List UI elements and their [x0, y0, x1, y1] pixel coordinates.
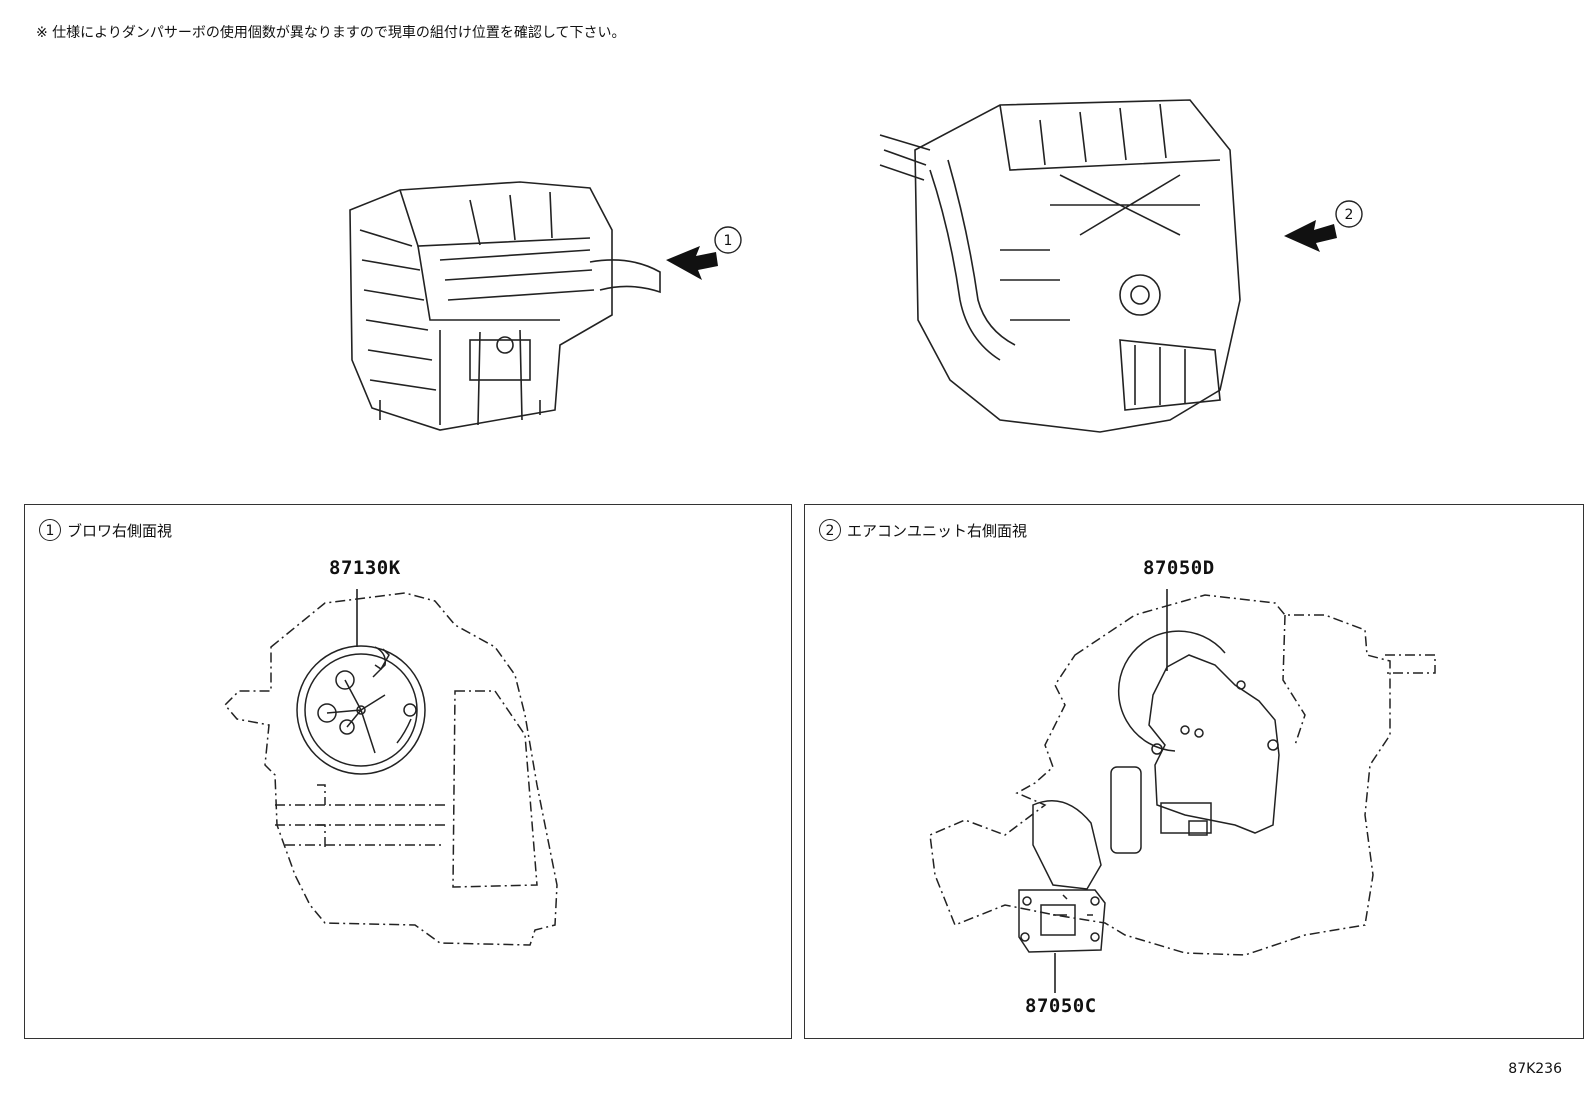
panel-1-title-text: ブロワ右側面視: [67, 521, 173, 540]
panel-2-number: 2: [819, 519, 841, 541]
arrow-1-icon: [666, 246, 718, 280]
panel-1-number: 1: [39, 519, 61, 541]
spec-note: ※ 仕様によりダンパサーボの使用個数が異なりますので現車の組付け位置を確認して下…: [36, 25, 626, 41]
blower-unit-illustration: [349, 181, 661, 431]
overview-illustrations: 1 2: [349, 99, 1363, 433]
svg-text:2: 2: [1345, 207, 1354, 223]
arrow-2-icon: [1284, 220, 1337, 252]
aircon-unit-illustration: [879, 99, 1241, 433]
part-number-87130K: 87130K: [329, 557, 401, 579]
panel-2-title-text: エアコンユニット右側面視: [847, 521, 1028, 540]
callout-2: 2: [1335, 200, 1363, 228]
panel-1-title: 1 ブロワ右側面視: [39, 519, 172, 541]
blower-side-view-drawing: [223, 589, 558, 946]
panel-aircon-right-side-view: 2 エアコンユニット右側面視: [804, 504, 1584, 1039]
aircon-side-view-drawing: [929, 589, 1436, 993]
svg-text:1: 1: [724, 233, 733, 249]
panel-2-title: 2 エアコンユニット右側面視: [819, 519, 1027, 541]
part-number-87050C: 87050C: [1025, 995, 1097, 1017]
callout-1: 1: [714, 226, 742, 254]
panel-blower-right-side-view: 1 ブロワ右側面視 87130K: [24, 504, 792, 1039]
figure-code: 87K236: [1508, 1061, 1562, 1077]
part-number-87050D: 87050D: [1143, 557, 1215, 579]
